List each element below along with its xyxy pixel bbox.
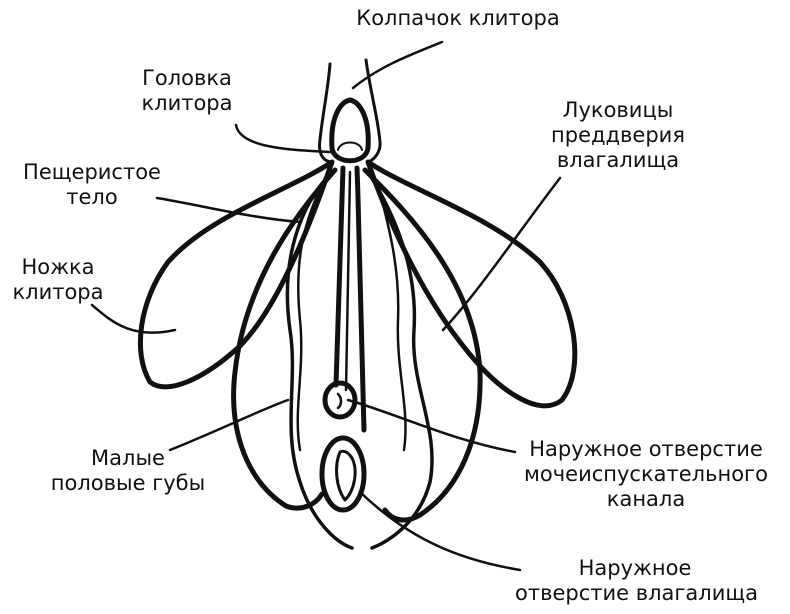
leader-line-bulbs [441, 176, 562, 332]
label-crus: Ножка клитора [8, 255, 108, 305]
label-line: мочеиспускательного [524, 462, 768, 486]
label-vestibular-bulbs: Луковицы преддверия влагалища [533, 98, 703, 173]
label-line: влагалища [556, 148, 680, 172]
label-line: Наружное отверстие [529, 437, 763, 461]
label-line: отверстие влагалища [515, 581, 759, 605]
label-glans: Головка клитора [122, 66, 252, 116]
urethral-opening-outline [322, 380, 358, 420]
label-line: клитора [12, 280, 104, 304]
vaginal-opening-inner [335, 449, 357, 502]
label-line: канала [606, 487, 686, 511]
leader-line-glans [234, 123, 332, 154]
right-labium-minus [366, 170, 434, 550]
left-inner-fold [296, 183, 324, 452]
left-labium-minus [285, 170, 354, 550]
clitoral-hood-outline [364, 58, 382, 164]
urethral-opening-slit [336, 392, 343, 410]
clitoral-shaft [333, 165, 346, 388]
glans-outline [329, 97, 371, 164]
label-line: Колпачок клитора [356, 6, 560, 30]
label-line: Ножка [21, 255, 95, 279]
right-crus-outline [365, 159, 578, 409]
right-inner-fold [376, 183, 407, 452]
label-line: клитора [141, 91, 233, 115]
clitoral-shaft [344, 170, 352, 392]
left-bulb-outline [231, 167, 338, 511]
label-line: Головка [142, 66, 232, 90]
label-line: Наружное [578, 556, 692, 580]
label-corpus: Пещеристое тело [22, 160, 162, 210]
label-line: Луковицы [562, 98, 674, 122]
clitoral-shaft [354, 165, 367, 433]
leader-line-labia [168, 398, 290, 452]
label-line: половые губы [50, 471, 206, 495]
leader-line-corpus [155, 196, 302, 224]
label-labia-minora: Малые половые губы [44, 446, 212, 496]
label-urethral-opening: Наружное отверстие мочеиспускательного к… [510, 437, 782, 512]
label-line: Малые [91, 446, 165, 470]
left-crus-outline [137, 159, 335, 390]
leader-line-clitoral-hood [351, 40, 444, 90]
label-line: Пещеристое [23, 160, 161, 184]
glans-inner [337, 141, 363, 151]
label-line: преддверия [551, 123, 685, 147]
label-vaginal-opening: Наружное отверстие влагалища [515, 556, 759, 606]
leader-line-vagina [358, 490, 522, 572]
leader-line-crus [90, 303, 177, 334]
clitoral-hood-outline [318, 62, 332, 164]
vaginal-opening-outline [319, 435, 367, 513]
label-line: тело [66, 185, 118, 209]
leader-line-urethra [346, 398, 517, 454]
label-clitoral-hood: Колпачок клитора [333, 6, 583, 31]
